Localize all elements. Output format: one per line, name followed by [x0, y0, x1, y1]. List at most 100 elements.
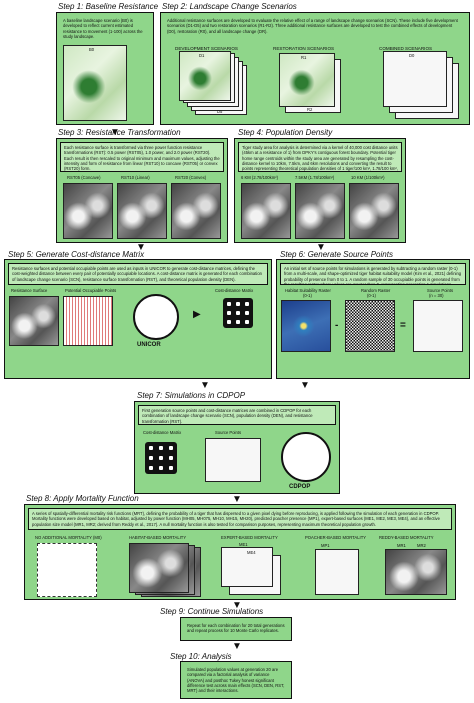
hab-range: (0-1)	[303, 293, 312, 298]
step9-title: Step 9: Continue Simulations	[160, 607, 264, 616]
step7-title: Step 7: Simulations in CDPOP	[137, 391, 246, 400]
m0-label: NO ADDITIONAL MORTALITY (M0)	[35, 535, 102, 540]
rand-label: Random Raster	[361, 288, 391, 293]
mh-map-1	[129, 543, 189, 593]
step9-panel: Repeat for each combination for 20 total…	[180, 617, 292, 641]
rst20-label: RST20 (Convex)	[175, 175, 207, 180]
rst20-map	[171, 183, 221, 239]
step8-text: A series of spatially-differential morta…	[28, 508, 452, 530]
src-label: Source Points	[427, 288, 454, 293]
res-map-1	[279, 53, 335, 107]
mp-label: POACHER-BASED MORTALITY	[305, 535, 367, 540]
step4-title: Step 4: Population Density	[238, 128, 333, 137]
step3-panel: Each resistance surface is transformed v…	[56, 138, 228, 243]
step2-text: Additional resistance surfaces are devel…	[164, 16, 464, 42]
step6-text: An initial set of source points for simu…	[280, 263, 466, 285]
mr-map	[385, 549, 447, 595]
mp-map	[315, 549, 359, 595]
dev-label: DEVELOPMENT SCENARIOS	[175, 46, 238, 51]
baseline-tag: B0	[89, 47, 95, 52]
res-tag-1: R1	[301, 55, 307, 60]
step2-panel: Additional resistance surfaces are devel…	[160, 12, 470, 125]
rand-range: (0-1)	[367, 293, 376, 298]
step5-points-label: Potential Occupiable Points	[65, 288, 117, 293]
rst10-map	[117, 183, 167, 239]
den6-map	[241, 183, 291, 239]
step10-panel: Simulated population values at generatio…	[180, 661, 292, 699]
m0-map	[37, 543, 97, 597]
step5-matrix-icon	[223, 298, 253, 328]
dev-tag-5: D5	[217, 109, 223, 114]
step8-title: Step 8: Apply Mortality Function	[26, 494, 139, 503]
cdpop-logo	[281, 432, 331, 482]
step5-resistance-label: Resistance Surface	[11, 288, 48, 293]
step2-title: Step 2: Landscape Change Scenarios	[162, 2, 297, 11]
step6-panel: An initial set of source points for simu…	[276, 259, 470, 379]
step10-text: Simulated population values at generatio…	[184, 665, 288, 695]
den10-map	[349, 183, 399, 239]
cdpop-logo-label: CDPOP	[289, 484, 311, 490]
me-label: EXPERT-BASED MORTALITY	[221, 535, 278, 540]
rst05-map	[63, 183, 113, 239]
step5-panel: Resistance surfaces and potential occupi…	[4, 259, 272, 379]
rst10-label: RST10 (Linear)	[121, 175, 150, 180]
rst05-label: RST05 (Concave)	[67, 175, 101, 180]
arrow-3-5: ▼	[136, 242, 146, 253]
comb-map-1	[383, 51, 447, 107]
step1-panel: A baseline landscape scenario (B0) is de…	[56, 12, 154, 125]
den75-map	[295, 183, 345, 239]
comb-tag-1: D0	[409, 53, 415, 58]
rand-map	[345, 300, 395, 352]
src-map	[413, 300, 463, 352]
den75-label: 7.5KM (1.78/100km²)	[295, 175, 335, 180]
arrow-6-7: ▼	[300, 380, 310, 391]
arrow-2-3: ▼	[110, 127, 120, 138]
comb-label: COMBINED SCENARIOS	[379, 46, 433, 51]
step7-panel: First generation source points and cost-…	[134, 401, 340, 494]
me-tag-1: ME1	[239, 542, 248, 547]
step3-text: Each resistance surface is transformed v…	[60, 142, 224, 172]
step3-title: Step 3: Resistance Transformation	[58, 128, 181, 137]
equals-sign: =	[400, 320, 406, 331]
unicor-logo	[133, 294, 179, 340]
me-tag-4: ME4	[247, 550, 256, 555]
step7-points-label: Source Points	[215, 430, 242, 435]
hab-map	[281, 300, 331, 352]
hab-label: Habitat Suitability Raster	[285, 288, 331, 293]
step5-points-map	[63, 296, 113, 346]
me-map-1	[221, 547, 273, 587]
arrow-7-8: ▼	[232, 494, 242, 505]
dev-tag-1: D1	[199, 53, 205, 58]
step5-arrow-right: ▶	[193, 309, 201, 320]
step6-title: Step 6: Generate Source Points	[280, 250, 393, 259]
step7-matrix-label: Cost-distance Matrix	[143, 430, 182, 435]
arrow-4-5: ▼	[316, 242, 326, 253]
step7-text: First generation source points and cost-…	[138, 405, 336, 425]
res-label: RESTORATION SCENARIOS	[273, 46, 335, 51]
step5-matrix-label: Cost-distance Matrix	[215, 288, 254, 293]
den10-label: 10 KM (1/100km²)	[351, 175, 385, 180]
den6-label: 6 KM (2.78/100km²)	[241, 175, 279, 180]
step5-title: Step 5: Generate Cost-distance Matrix	[8, 250, 145, 259]
step5-resistance-map	[9, 296, 59, 346]
arrow-8-9: ▼	[232, 600, 242, 611]
step7-points-map	[205, 438, 261, 482]
minus-sign: -	[335, 320, 339, 331]
step10-title: Step 10: Analysis	[170, 652, 232, 661]
unicor-logo-label: UNICOR	[137, 342, 161, 348]
mh-label: HABITAT-BASED MORTALITY	[129, 535, 187, 540]
arrow-9-10: ▼	[232, 641, 242, 652]
src-n: (n = 30)	[429, 293, 444, 298]
step1-text: A baseline landscape scenario (B0) is de…	[60, 16, 150, 42]
step4-text: Tiger study area for analysis is determi…	[238, 142, 402, 172]
mr-tag-1: MR1	[397, 543, 406, 548]
baseline-map	[63, 45, 127, 121]
step4-panel: Tiger study area for analysis is determi…	[234, 138, 406, 243]
res-tag-2: R2	[307, 107, 313, 112]
step7-matrix-icon	[145, 442, 177, 474]
step1-title: Step 1: Baseline Resistance	[58, 2, 159, 11]
mr-tag-2: MR2	[417, 543, 426, 548]
arrow-5-7: ▼	[200, 380, 210, 391]
step9-text: Repeat for each combination for 20 total…	[184, 621, 288, 637]
mr-label: REDDY-BASED MORTALITY	[379, 535, 434, 540]
